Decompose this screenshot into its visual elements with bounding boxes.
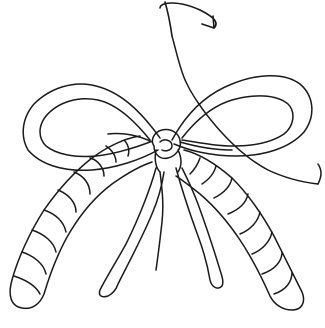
- rotation-arrow-icon: [160, 2, 216, 36]
- tail-left: [99, 168, 164, 297]
- tail-right: [176, 168, 223, 288]
- loop-left: [23, 84, 160, 170]
- loop-right: [172, 76, 312, 156]
